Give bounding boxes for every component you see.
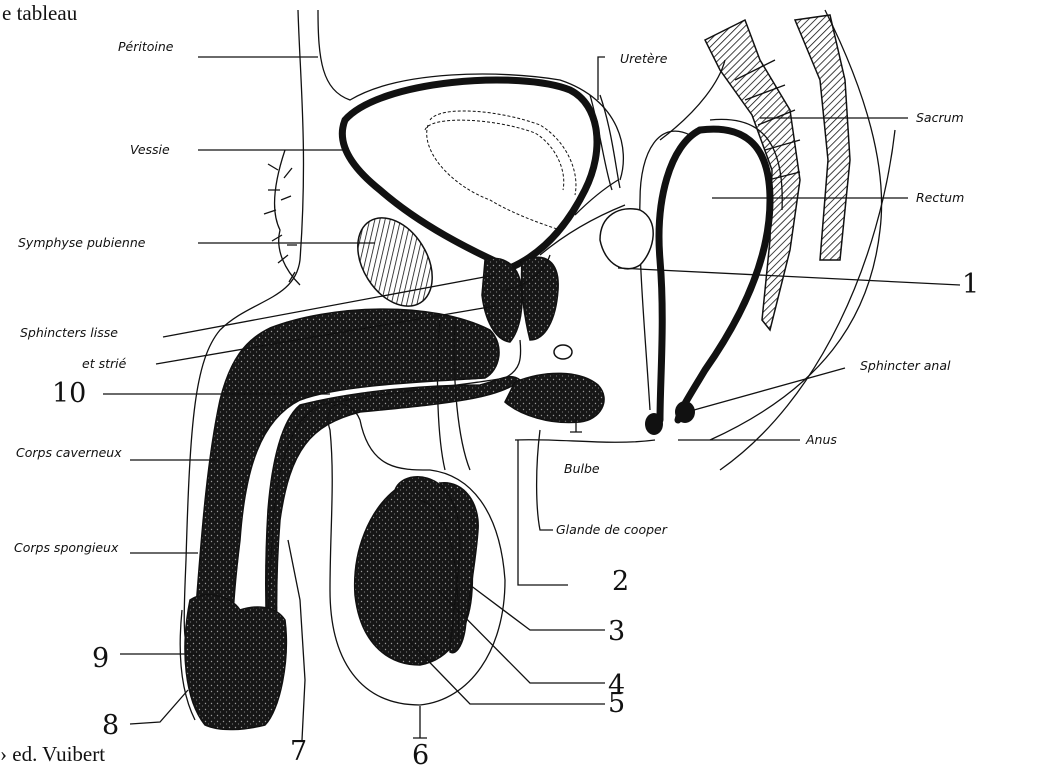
label-sphincters-2: et strié <box>82 356 127 371</box>
glans-shape <box>185 595 286 730</box>
number-10: 10 <box>52 378 86 409</box>
label-bulbe: Bulbe <box>564 461 600 476</box>
number-5: 5 <box>608 688 625 719</box>
sphincter-anal-right-shape <box>675 401 695 423</box>
label-symphyse: Symphyse pubienne <box>18 235 146 250</box>
caption-bottom: › ed. Vuibert <box>0 742 105 766</box>
cowper-gland <box>554 345 572 359</box>
label-sphincters-1: Sphincters lisse <box>20 325 118 340</box>
label-rectum: Rectum <box>916 190 964 205</box>
label-uretere: Uretère <box>620 51 668 66</box>
rectum <box>640 119 783 435</box>
label-sphincter-anal: Sphincter anal <box>860 358 951 373</box>
label-corps-caverneux: Corps caverneux <box>16 445 122 460</box>
number-3: 3 <box>608 616 625 647</box>
pubic-hair <box>264 150 300 285</box>
testis <box>355 477 479 665</box>
label-glande-cooper: Glande de cooper <box>556 522 668 537</box>
sphincter-anal-left-shape <box>645 413 663 435</box>
number-6: 6 <box>412 740 429 770</box>
number-1: 1 <box>962 269 979 300</box>
number-7: 7 <box>290 736 307 767</box>
label-peritoine: Péritoine <box>118 39 174 54</box>
number-9: 9 <box>92 643 109 674</box>
label-corps-spongieux: Corps spongieux <box>14 540 119 555</box>
bulbe-shape <box>505 373 604 422</box>
label-sacrum: Sacrum <box>916 110 964 125</box>
number-2: 2 <box>612 566 629 597</box>
label-anus: Anus <box>805 432 837 447</box>
label-vessie: Vessie <box>130 142 170 157</box>
seminal-vesicle <box>600 209 653 269</box>
number-8: 8 <box>102 710 119 741</box>
symphyse-shape <box>342 204 447 319</box>
caption-top: e tableau <box>2 1 78 25</box>
prostate <box>482 255 558 342</box>
sacrum <box>705 15 850 330</box>
